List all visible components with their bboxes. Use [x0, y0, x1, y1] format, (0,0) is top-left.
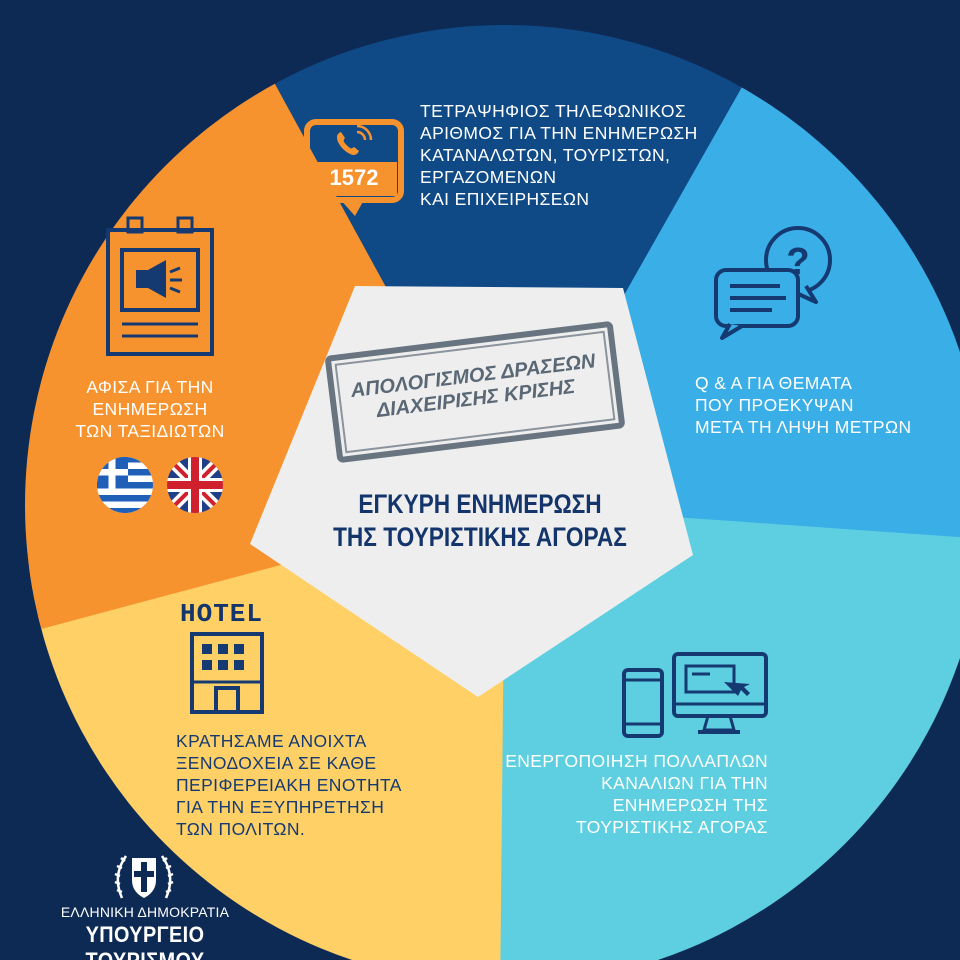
channels-segment-text: ΕΝΕΡΓΟΠΟΙΗΣΗ ΠΟΛΛΑΠΛΩΝ ΚΑΝΑΛΙΩΝ ΓΙΑ ΤΗΝ … [505, 751, 768, 837]
greek-coat-of-arms-icon [114, 855, 174, 899]
uk-flag-icon [167, 457, 223, 513]
poster-megaphone-icon [106, 216, 214, 356]
hotel-building-icon [190, 632, 264, 714]
greek-flag-icon [97, 457, 153, 513]
poster-segment-text: ΑΦΙΣΑ ΓΙΑ ΤΗΝ ΕΝΗΜΕΡΩΣΗ ΤΩΝ ΤΑΞΙΔΙΩΤΩΝ [75, 377, 225, 441]
devices-icon [622, 652, 768, 738]
qa-segment-text: Q & A ΓΙΑ ΘΕΜΑΤΑ ΠΟΥ ΠΡΟΕΚΥΨΑΝ ΜΕΤΑ ΤΗ Λ… [695, 373, 912, 437]
chat-question-icon: ? [714, 226, 832, 340]
phone-segment-text: ΤΕΤΡΑΨΗΦΙΟΣ ΤΗΛΕΦΩΝΙΚΟΣ ΑΡΙΘΜΟΣ ΓΙΑ ΤΗΝ … [420, 101, 698, 209]
hotel-sign: HOTEL [180, 599, 264, 629]
center-pentagon [250, 286, 693, 697]
center-title: ΕΓΚΥΡΗ ΕΝΗΜΕΡΩΣΗ ΤΗΣ ΤΟΥΡΙΣΤΙΚΗΣ ΑΓΟΡΑΣ [333, 489, 627, 552]
logo-republic-text: ΕΛΛΗΝΙΚΗ ΔΗΜΟΚΡΑΤΙΑ [60, 904, 230, 920]
logo-ministry-text: ΥΠΟΥΡΓΕΙΟ ΤΟΥΡΙΣΜΟΥ [85, 922, 205, 960]
hotel-segment-text: ΚΡΑΤΗΣΑΜΕ ΑΝΟΙΧΤΑ ΞΕΝΟΔΟΧΕΙΑ ΣΕ ΚΑΘΕ ΠΕΡ… [176, 731, 402, 839]
phone-speech-bubble-icon [304, 119, 404, 216]
phone-number: 1572 [329, 165, 379, 190]
